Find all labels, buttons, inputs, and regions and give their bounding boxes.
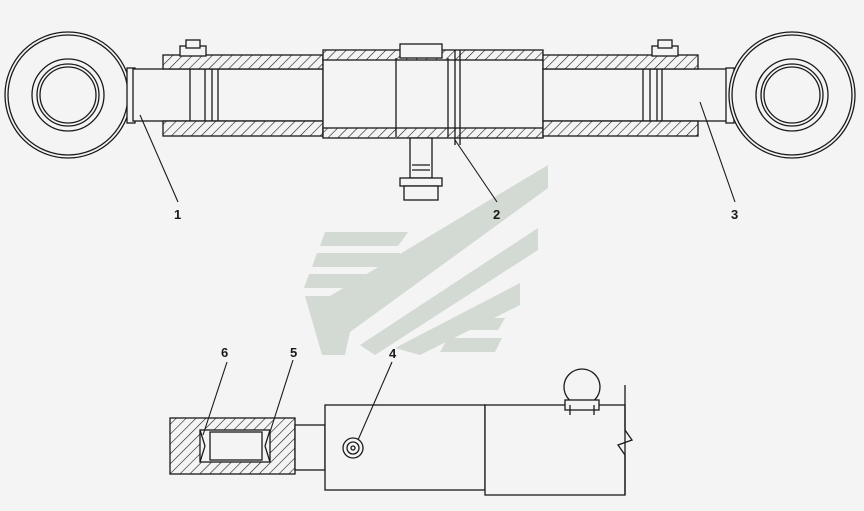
- center-spigot: [399, 137, 443, 201]
- cylinder-assembly-top: [4, 31, 856, 201]
- callout-2: 2: [493, 207, 500, 222]
- leader-lines: [139, 101, 736, 441]
- left-rod: [132, 68, 324, 122]
- callout-4: 4: [389, 346, 397, 361]
- callout-6: 6: [221, 345, 228, 360]
- left-cylinder-wall-bottom: [162, 120, 324, 137]
- callout-labels: 1 2 3 4 5 6: [174, 207, 738, 361]
- callout-5: 5: [290, 345, 297, 360]
- center-body: [322, 57, 544, 138]
- left-rod-eye: [4, 31, 136, 159]
- lifting-ring: [563, 368, 601, 415]
- center-wall-bottom: [322, 127, 544, 139]
- right-rod: [542, 68, 734, 122]
- right-cylinder-wall-top: [542, 54, 699, 70]
- watermark-logo: [304, 165, 548, 355]
- callout-1: 1: [174, 207, 181, 222]
- left-cylinder-wall-top: [162, 54, 324, 70]
- right-cylinder-wall-bottom: [542, 120, 699, 137]
- callout-3: 3: [731, 207, 738, 222]
- detail-view-bottom: [169, 368, 634, 496]
- right-rod-eye: [725, 31, 856, 159]
